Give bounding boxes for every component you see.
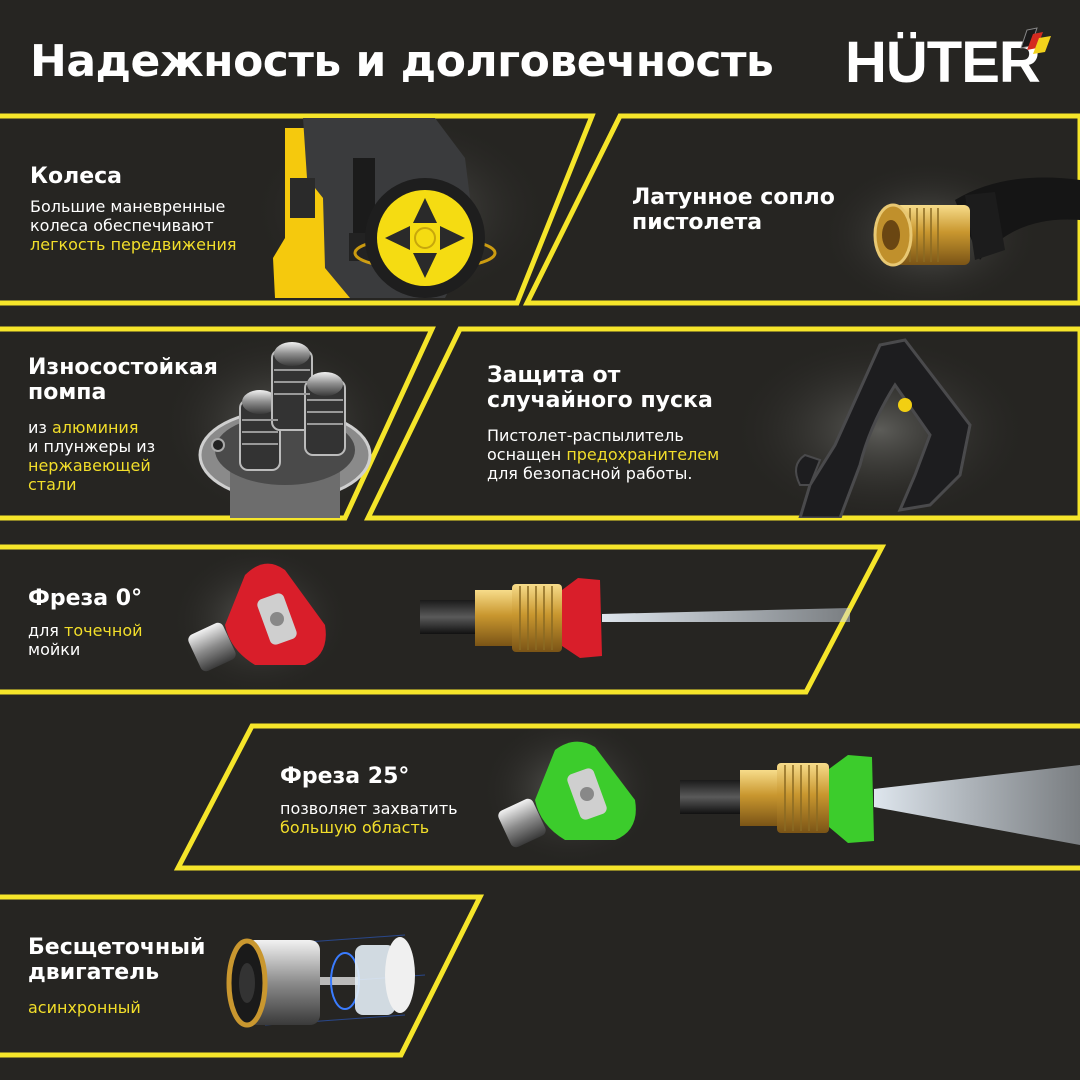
feature-desc-line: Большие маневренные [30,197,226,217]
feature-pump: Износостойкая помпа из алюминия и плунже… [28,355,218,494]
feature-desc-line: позволяет захватить [280,799,458,819]
desc-text: из [28,417,52,437]
feature-desc-line: для точечной [28,621,143,640]
feature-title: Фреза 25° [280,764,410,789]
brass-coupler-image [873,177,1080,267]
feature-highlight: большую область [280,818,430,838]
feature-title-line: Латунное сопло [632,185,835,210]
feature-highlight: асинхронный [28,997,141,1017]
desc-text: для [28,621,64,641]
feature-safety-lock: Защита от случайного пуска Пистолет-расп… [487,363,719,483]
feature-title: Фреза 0° [28,586,143,611]
page-title: Надежность и долговечность [30,36,774,87]
feature-highlight: точечной [64,621,143,641]
feature-title-line: случайного пуска [487,388,713,414]
spray-gun-handle-image [795,338,972,518]
feature-highlight: нержавеющей [28,455,151,475]
feature-wheels: Колеса Большие маневренные колеса обеспе… [30,164,237,254]
feature-nozzle-25: Фреза 25° позволяет захватить большую об… [280,764,458,837]
feature-title-line: Бесщеточный [28,935,206,960]
feature-title-line: Износостойкая [28,355,218,380]
feature-desc-line: Пистолет-распылитель [487,425,684,445]
feature-nozzle-0: Фреза 0° для точечной мойки [28,586,143,659]
feature-motor: Бесщеточный двигатель асинхронный [28,935,205,1017]
feature-highlight: стали [28,474,77,494]
red-nozzle-spray-image [420,578,850,658]
feature-desc-line: для безопасной работы. [487,463,693,483]
feature-highlight: предохранителем [566,444,720,464]
feature-title-line: двигатель [28,960,160,986]
feature-title: Колеса [30,164,123,189]
red-nozzle-image [188,563,326,672]
feature-desc-line: оснащен предохранителем [487,445,719,464]
feature-desc-line: мойки [28,640,81,660]
feature-highlight: легкость передвижения [30,235,237,255]
green-nozzle-spray-image [680,755,1080,845]
feature-desc-line: из алюминия [28,418,218,437]
huter-logo: HÜTER [845,27,1051,95]
green-nozzle-image [498,741,636,848]
feature-desc-line: и плунжеры из [28,436,156,456]
feature-title-line: Защита от [487,363,621,388]
feature-title-line: помпа [28,380,107,406]
brushless-motor-image [226,934,425,1028]
feature-desc-line: колеса обеспечивают [30,216,214,236]
feature-highlight: алюминия [52,417,139,437]
german-flag-icon [1020,27,1051,54]
desc-text: оснащен [487,444,567,464]
feature-title-line: пистолета [632,210,763,236]
pressure-washer-wheel-image [273,118,497,298]
feature-brass-nozzle: Латунное сопло пистолета [632,185,835,236]
pump-pistons-image [198,342,372,518]
brand-name: HÜTER [845,30,1041,95]
